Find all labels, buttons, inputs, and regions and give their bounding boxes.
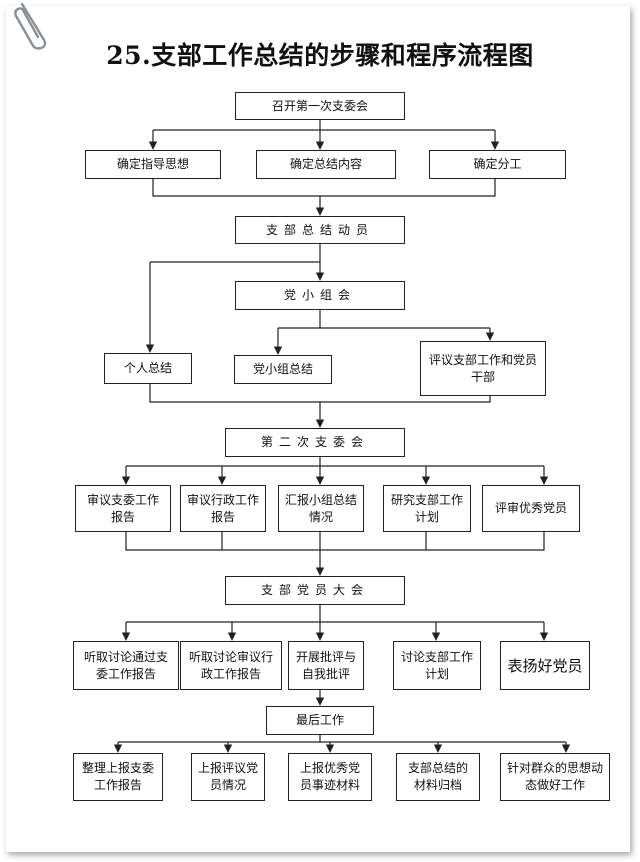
step-party-group-meeting: 党小组会 [235,281,405,310]
step-group-summary: 党小组总结 [234,355,332,384]
step-submit-member-evaluation: 上报评议党员情况 [191,753,265,801]
step-study-work-plan: 研究支部工作计划 [383,485,471,532]
step-evaluate-branch-and-cadres: 评议支部工作和党员干部 [420,341,546,396]
step-first-committee-meeting: 召开第一次支委会 [235,92,405,120]
step-submit-committee-report: 整理上报支委工作报告 [73,753,163,801]
page-title: 25.支部工作总结的步骤和程序流程图 [106,41,534,70]
step-review-committee-report: 审议支委工作报告 [75,485,171,532]
step-deliberate-admin-report: 听取讨论审议行政工作报告 [180,641,282,690]
step-branch-member-assembly: 支部党员大会 [225,576,405,605]
paperclip-icon [14,2,47,50]
step-commend-good-members: 表扬好党员 [500,641,590,690]
step-review-outstanding-members: 评审优秀党员 [482,485,580,532]
step-address-public-sentiment: 针对群众的思想动态做好工作 [500,753,610,801]
step-personal-summary: 个人总结 [104,353,192,384]
step-final-work: 最后工作 [266,706,374,735]
step-define-division-of-labor: 确定分工 [429,150,566,179]
step-criticism-self-criticism: 开展批评与自我批评 [288,641,364,690]
step-review-admin-report: 审议行政工作报告 [180,485,266,532]
step-second-committee-meeting: 第二次支委会 [225,428,405,457]
step-approve-committee-report: 听取讨论通过支委工作报告 [73,641,179,690]
step-define-summary-content: 确定总结内容 [256,150,396,179]
step-submit-outstanding-materials: 上报优秀党员事迹材料 [288,753,372,801]
step-archive-summary-materials: 支部总结的材料归档 [396,753,480,801]
step-discuss-work-plan: 讨论支部工作计划 [393,641,481,690]
step-report-group-summary: 汇报小组总结情况 [278,485,364,532]
step-define-guiding-thought: 确定指导思想 [85,150,221,179]
step-branch-mobilization: 支部总结动员 [235,216,405,244]
